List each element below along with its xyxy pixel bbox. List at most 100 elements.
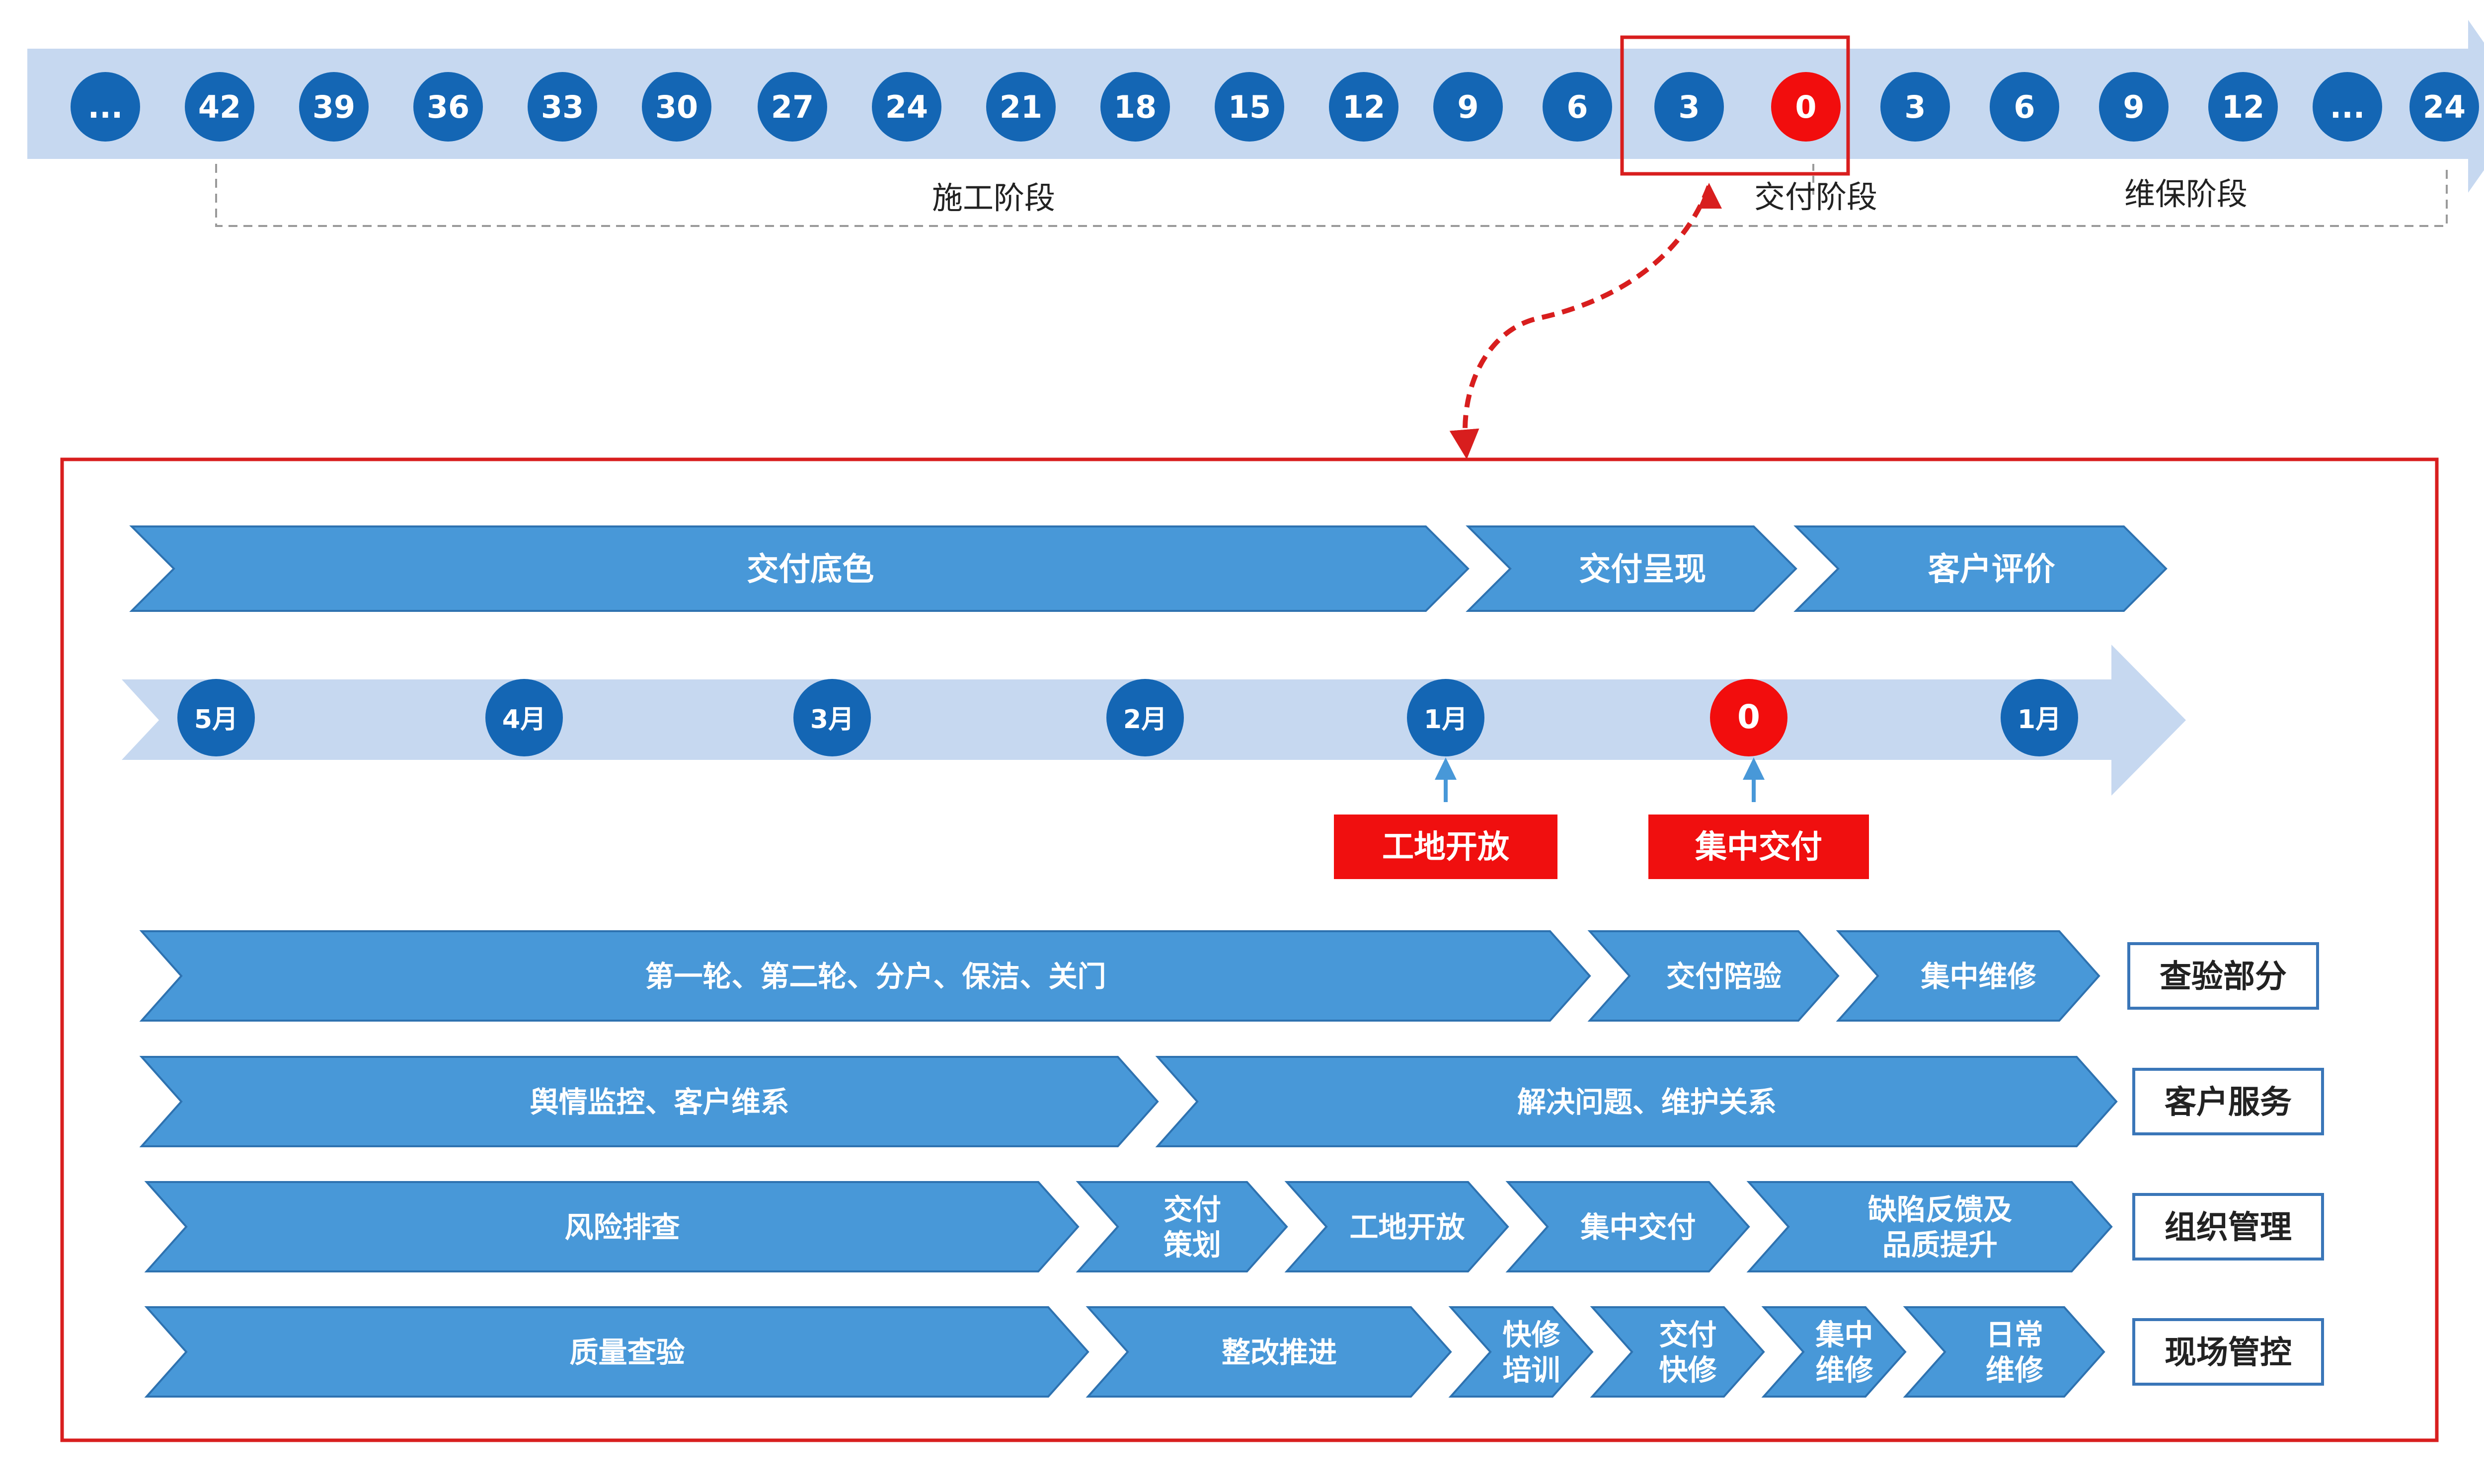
process-label: 解决问题、维护关系	[1517, 1085, 1777, 1119]
row-label-box: 查验部分	[2127, 942, 2319, 1010]
chevron-shape	[144, 1306, 1089, 1398]
month-dot-circle	[1710, 679, 1787, 756]
timeline-dot: 27	[758, 72, 827, 142]
chevron-shape	[1076, 1181, 1288, 1272]
month-timeline: 5月 4月 3月 2月 1月 0 1月 工地开放 集中交付	[122, 645, 2186, 879]
timeline-dot: 30	[642, 72, 711, 142]
process-segment: 缺陷反馈及品质提升	[1746, 1181, 2113, 1272]
month-dot-label: 1月	[2018, 705, 2061, 735]
process-label: 第一轮、第二轮、分户、保洁、关门	[645, 960, 1106, 993]
timeline-dot: 15	[1215, 72, 1284, 142]
chevron-shape	[1505, 1181, 1750, 1272]
process-segment: 第一轮、第二轮、分户、保洁、关门	[139, 930, 1591, 1022]
month-dot: 4月	[485, 679, 563, 756]
timeline-dot: 6	[1543, 72, 1612, 142]
month-dot: 3月	[793, 679, 871, 756]
timeline-dot-circle	[1543, 72, 1612, 142]
month-dot-circle	[1106, 679, 1184, 756]
timeline-dot: 6	[1990, 72, 2059, 142]
process-label: 舆情监控、客户维系	[530, 1085, 789, 1119]
timeline-dot-circle	[758, 72, 827, 142]
timeline-dot-circle	[1100, 72, 1170, 142]
month-dot-label: 0	[1737, 698, 1760, 736]
timeline-dot: 3	[1654, 72, 1724, 142]
chevron-shape	[1448, 1306, 1594, 1398]
month-dot: 1月	[2001, 679, 2078, 756]
milestone-central-delivery: 集中交付	[1648, 815, 1869, 879]
timeline-dot-circle	[2099, 72, 2169, 142]
chevron-shape	[139, 1056, 1159, 1147]
process-segment: 日常维修	[1903, 1306, 2105, 1398]
month-dot-label: 4月	[502, 705, 546, 735]
timeline-dot-circle	[1990, 72, 2059, 142]
timeline-dot-label: 12	[2222, 89, 2264, 125]
process-segment: 集中交付	[1505, 1181, 1750, 1272]
process-label: 交付陪验	[1666, 960, 1782, 993]
month-dot-zero: 0	[1710, 679, 1787, 756]
process-row-inspection: 第一轮、第二轮、分户、保洁、关门交付陪验集中维修查验部分	[139, 930, 2319, 1022]
phase-segment: 交付呈现	[1466, 525, 1797, 612]
timeline-dot-label: 9	[2123, 89, 2144, 125]
timeline-dot-label: 30	[655, 89, 698, 125]
chevron-shape	[1086, 1306, 1452, 1398]
process-label: 工地开放	[1349, 1210, 1465, 1244]
row-label-box: 组织管理	[2132, 1193, 2324, 1261]
timeline-dot-label: 6	[2014, 89, 2035, 125]
chevron-shape	[1761, 1306, 1907, 1398]
row-label-box: 客户服务	[2132, 1068, 2324, 1135]
timeline-dot-label: 12	[1342, 89, 1385, 125]
month-timeline-dots: 5月 4月 3月 2月 1月 0 1月	[177, 679, 2078, 756]
process-label: 集中维修	[1815, 1318, 1873, 1387]
chevron-shape	[1155, 1056, 2118, 1147]
zoom-connector-tip	[1698, 183, 1722, 209]
process-segment: 集中维修	[1761, 1306, 1907, 1398]
chevron-shape	[1590, 1306, 1765, 1398]
timeline-dot-label: 3	[1678, 89, 1700, 125]
timeline-dot: 21	[986, 72, 1056, 142]
process-segment: 质量查验	[144, 1306, 1089, 1398]
chevron-shape	[129, 525, 1470, 612]
timeline-dot-circle	[528, 72, 597, 142]
process-segment: 交付陪验	[1587, 930, 1840, 1022]
phase-label-construction: 施工阶段	[932, 180, 1055, 216]
row-label-text: 现场管控	[2165, 1335, 2292, 1371]
row-label-text: 组织管理	[2165, 1209, 2292, 1246]
process-label: 交付策划	[1164, 1193, 1221, 1262]
timeline-dot-label: 24	[885, 89, 928, 125]
chevron-shape	[1746, 1181, 2113, 1272]
timeline-dot-zero: 0	[1771, 72, 1841, 142]
timeline-dot-circle	[986, 72, 1056, 142]
phase-label: 交付呈现	[1579, 551, 1706, 588]
process-label: 风险排查	[564, 1210, 680, 1244]
process-label: 交付快修	[1659, 1318, 1717, 1387]
row-label-box: 现场管控	[2132, 1318, 2324, 1386]
timeline-dot-circle	[1654, 72, 1724, 142]
timeline-dot-circle	[642, 72, 711, 142]
chevron-shape	[144, 1181, 1080, 1272]
milestone-pointer-open	[1435, 757, 1457, 802]
milestone-pointer-delivery	[1743, 757, 1765, 802]
process-segment: 交付快修	[1590, 1306, 1765, 1398]
month-dot-label: 2月	[1123, 705, 1167, 735]
month-dot-circle	[793, 679, 871, 756]
chevron-shape	[1284, 1181, 1509, 1272]
milestone-site-open-label: 工地开放	[1382, 829, 1509, 866]
milestone-tag	[1648, 815, 1869, 879]
phase-label-delivery: 交付阶段	[1754, 179, 1877, 215]
timeline-dot-circle	[872, 72, 941, 142]
timeline-dot: 24	[2409, 72, 2479, 142]
detail-phase-row: 交付底色交付呈现客户评价	[129, 525, 2168, 612]
phase-label: 交付底色	[747, 551, 874, 588]
focus-highlight-frame	[1620, 35, 1850, 176]
timeline-dot-circle	[1329, 72, 1398, 142]
timeline-dot-circle	[1880, 72, 1950, 142]
process-label: 质量查验	[569, 1336, 685, 1369]
timeline-dot: 12	[2208, 72, 2278, 142]
process-row-site-control: 质量查验整改推进快修培训交付快修集中维修日常维修现场管控	[144, 1306, 2324, 1398]
month-dot: 1月	[1407, 679, 1484, 756]
month-dot: 5月	[177, 679, 255, 756]
timeline-dot: 42	[185, 72, 254, 142]
zoom-connector-arrow	[1449, 185, 1711, 459]
timeline-dot-circle	[1771, 72, 1841, 142]
